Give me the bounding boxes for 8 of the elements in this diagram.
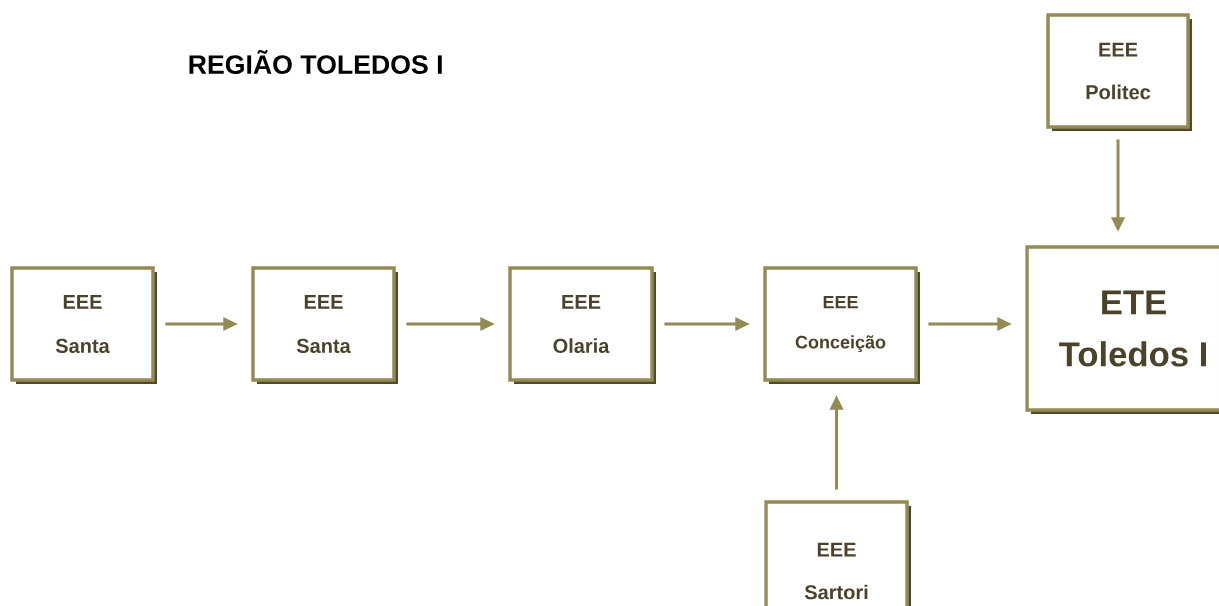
title: REGIÃO TOLEDOS I bbox=[189, 50, 442, 74]
station-box: ETE Toledos I bbox=[1025, 245, 1219, 414]
station-box: EEE Conceição bbox=[763, 266, 920, 384]
station-box: EEE Santa bbox=[10, 266, 157, 384]
station-box: EEE Politec bbox=[1046, 13, 1192, 131]
station-box: EEE Santa bbox=[251, 266, 398, 384]
station-box: EEE Sartori bbox=[764, 500, 911, 606]
station-box: EEE Olaria bbox=[508, 266, 656, 384]
